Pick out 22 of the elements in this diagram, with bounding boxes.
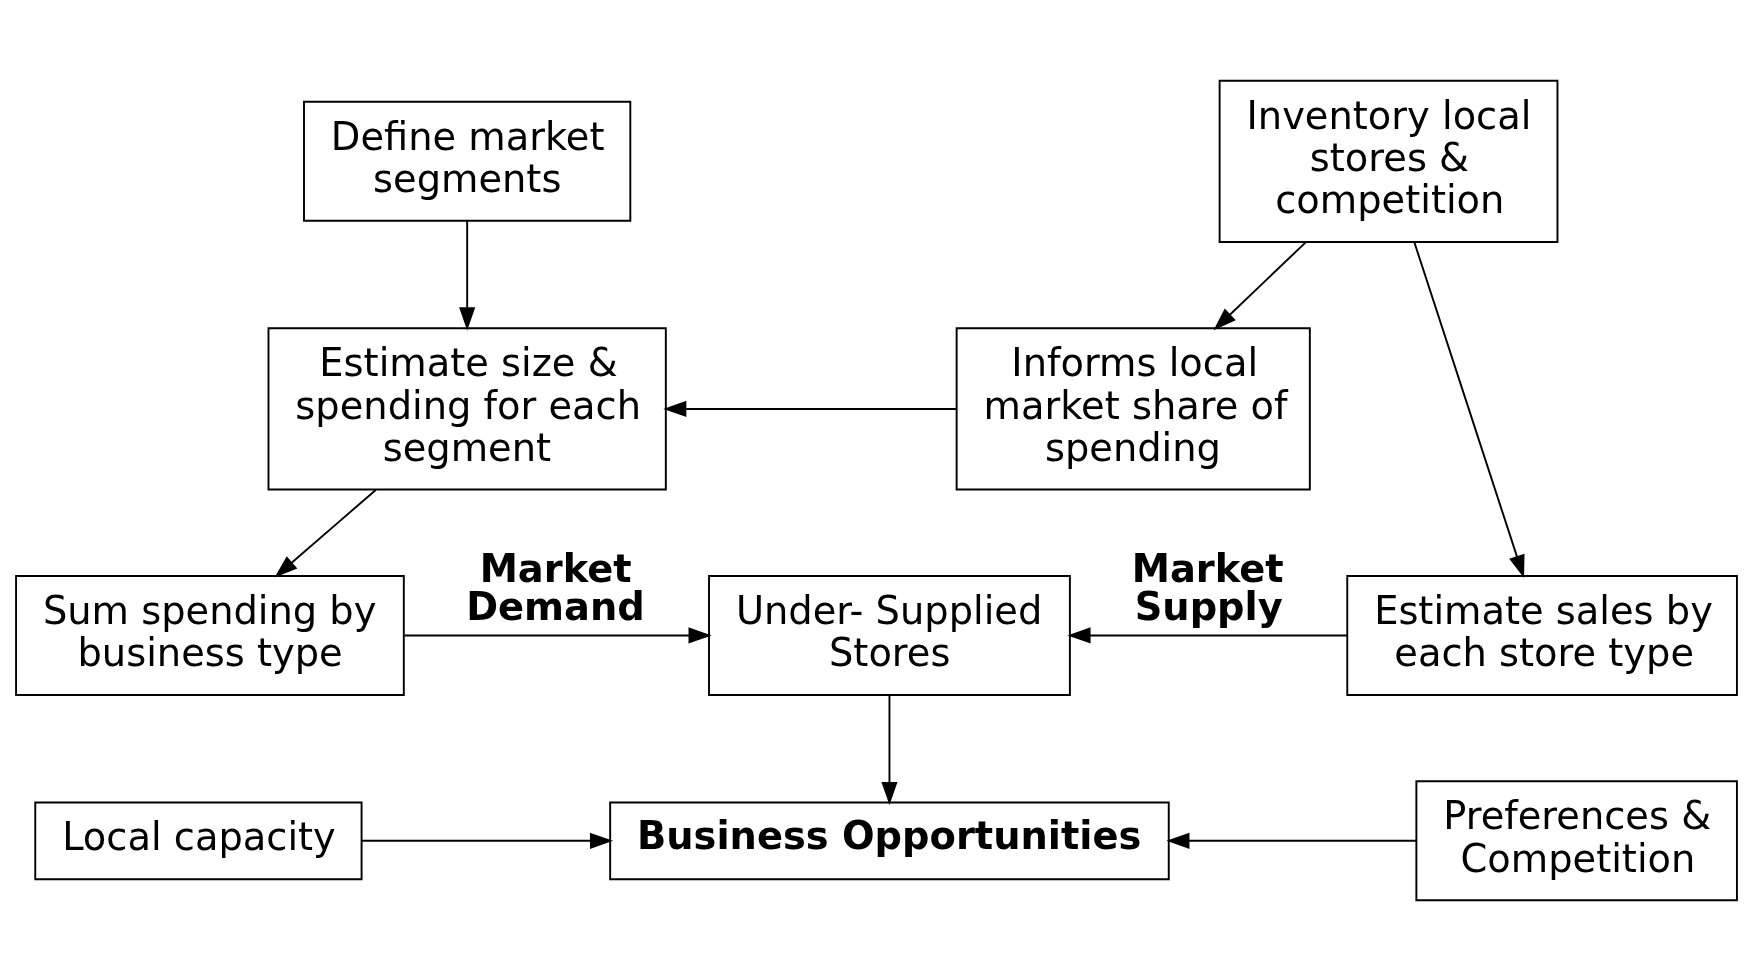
arrow — [274, 488, 377, 578]
node-box: Inventory local stores & competition — [1218, 79, 1559, 243]
arrow — [360, 832, 614, 849]
edge-label: Market Supply — [1131, 545, 1284, 629]
node-box: Informs local market share of spending — [955, 326, 1311, 490]
node-box: Under- Supplied Stores — [708, 574, 1071, 696]
arrow — [403, 626, 712, 643]
arrow — [1067, 626, 1349, 643]
arrow — [1166, 832, 1417, 849]
node-box: Sum spending by business type — [15, 574, 405, 696]
node-box: Estimate size & spending for each segment — [267, 326, 667, 490]
arrow — [1413, 240, 1525, 578]
arrow — [1213, 240, 1307, 330]
node-box: Business Opportunities — [609, 800, 1170, 880]
edge-label: Market Demand — [466, 545, 645, 629]
node-box: Local capacity — [34, 800, 363, 880]
arrow — [881, 693, 898, 805]
node-box: Preferences & Competition — [1415, 779, 1738, 901]
node-box: Define market segments — [303, 100, 632, 222]
node-box: Estimate sales by each store type — [1346, 574, 1738, 696]
arrow — [663, 400, 958, 417]
arrow — [459, 219, 476, 330]
